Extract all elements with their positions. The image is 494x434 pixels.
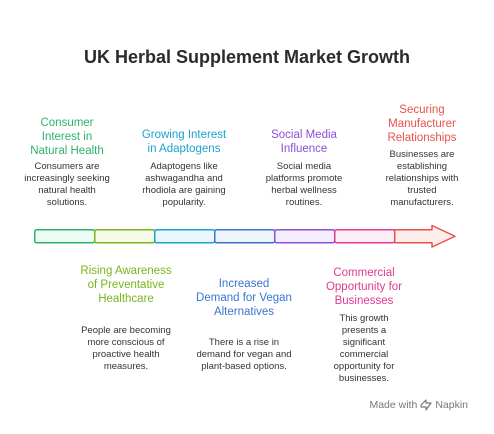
- timeline-segment-3: [154, 229, 216, 244]
- step-description-preventative: People are becoming more conscious of pr…: [81, 325, 171, 372]
- step-description-adaptogens: Adaptogens like ashwagandha and rhodiola…: [142, 161, 226, 208]
- step-heading-social-media: Social Media Influence: [271, 129, 337, 155]
- napkin-brand: Napkin: [435, 399, 468, 411]
- made-with-napkin[interactable]: Made with Napkin: [369, 399, 468, 411]
- timeline-segment-2: [94, 229, 156, 244]
- step-heading-consumer-interest: Consumer Interest in Natural Health: [30, 117, 104, 157]
- timeline-segment-5: [274, 229, 336, 244]
- timeline-segment-1: [34, 229, 96, 244]
- step-description-vegan: There is a rise in demand for vegan and …: [196, 337, 292, 372]
- step-heading-preventative: Rising Awareness of Preventative Healthc…: [80, 265, 172, 305]
- step-heading-adaptogens: Growing Interest in Adaptogens: [141, 129, 227, 155]
- timeline-segment-4: [214, 229, 276, 244]
- step-description-social-media: Social media platforms promote herbal we…: [265, 161, 343, 208]
- step-heading-vegan: Increased Demand for Vegan Alternatives: [196, 278, 292, 318]
- timeline-arrowhead: [394, 224, 456, 248]
- timeline-segment-6: [334, 229, 396, 244]
- step-heading-manufacturer: Securing Manufacturer Relationships: [387, 104, 457, 144]
- diagram-title: UK Herbal Supplement Market Growth: [83, 47, 411, 67]
- step-description-manufacturer: Businesses are establishing relationship…: [385, 149, 459, 208]
- step-description-commercial: This growth presents a significant comme…: [333, 313, 395, 384]
- made-with-text: Made with: [369, 399, 418, 411]
- step-description-consumer-interest: Consumers are increasingly seeking natur…: [24, 161, 110, 208]
- step-heading-commercial: Commercial Opportunity for Businesses: [325, 267, 403, 307]
- napkin-logo-icon: [420, 399, 432, 411]
